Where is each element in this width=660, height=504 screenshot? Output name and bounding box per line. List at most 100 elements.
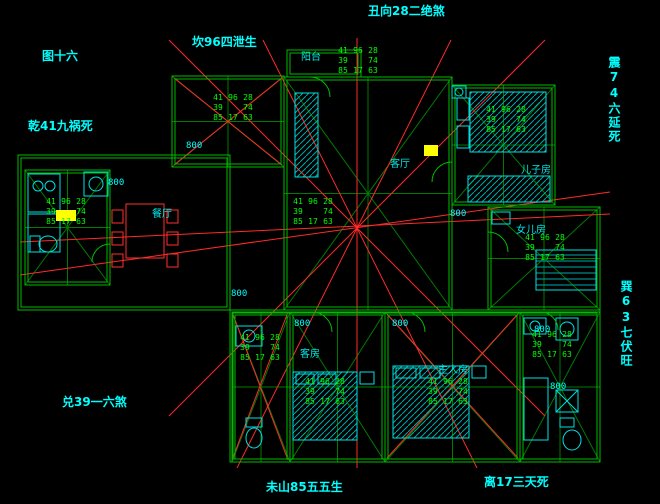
compass-label-southwest: 未山85五五生 <box>266 480 343 494</box>
wall-inner <box>490 209 598 308</box>
fengshui-number-w: 39 <box>46 207 56 216</box>
fengshui-number-w: 39 <box>305 387 315 396</box>
toilet-bowl <box>38 235 58 253</box>
wall <box>451 84 556 206</box>
fengshui-number-nw: 41 <box>46 197 56 206</box>
son-bed-pillow <box>456 97 470 121</box>
fengshui-number-se: 63 <box>243 113 253 122</box>
fengshui-number-ne: 28 <box>270 333 280 342</box>
daughter-wardrobe <box>535 249 597 291</box>
room-label-guest: 客房 <box>300 349 320 360</box>
master-nightstand <box>471 365 487 379</box>
bath2-cabinet <box>555 389 579 413</box>
fengshui-number-w: 39 <box>240 343 250 352</box>
kitchen-counter <box>27 213 61 253</box>
fengshui-number-w: 39 <box>486 115 496 124</box>
fengshui-number-e: 74 <box>243 103 253 112</box>
fengshui-number-se: 63 <box>562 350 572 359</box>
bath2-sink <box>523 317 547 335</box>
fengshui-number-nw: 41 <box>293 197 303 206</box>
fengshui-number-nw: 41 <box>486 105 496 114</box>
son-wardrobe <box>467 175 551 203</box>
bath1-basin <box>242 329 256 343</box>
fengshui-number-w: 39 <box>428 387 438 396</box>
dimension-label: 800 <box>108 178 125 188</box>
bath2-washer-door <box>559 321 575 337</box>
bath2-toilet-tank <box>559 417 575 428</box>
daughter-desk <box>491 211 511 225</box>
fengshui-number-s: 17 <box>443 397 453 406</box>
fengshui-number-sw: 85 <box>486 125 496 134</box>
dining-chair <box>111 231 124 246</box>
fengshui-number-sw: 85 <box>46 217 56 226</box>
fengshui-number-ne: 28 <box>323 197 333 206</box>
dining-chair <box>166 209 179 224</box>
fengshui-number-s: 17 <box>255 353 265 362</box>
fengshui-number-s: 17 <box>228 113 238 122</box>
son-bed-pillow <box>456 125 470 149</box>
bath1-sink <box>235 325 263 347</box>
fengshui-number-nw: 41 <box>338 46 348 55</box>
door-arc <box>404 311 426 333</box>
fengshui-ray <box>231 311 289 461</box>
highlight-layer <box>56 145 438 221</box>
fengshui-number-se: 63 <box>555 253 565 262</box>
fengshui-number-s: 17 <box>320 397 330 406</box>
room-label-son: 儿子房 <box>521 165 551 176</box>
dimension-label: 800 <box>534 325 551 335</box>
dining-chair <box>166 231 179 246</box>
fengshui-number-n: 96 <box>308 197 318 206</box>
wall-inner <box>522 314 598 460</box>
fengshui-number-ne: 28 <box>76 197 86 206</box>
dining-chair <box>166 253 179 268</box>
room-label-daughter: 女儿房 <box>516 225 546 236</box>
fengshui-number-w: 39 <box>532 340 542 349</box>
fengshui-number-ne: 28 <box>243 93 253 102</box>
fengshui-number-s: 17 <box>501 125 511 134</box>
wall <box>24 169 111 286</box>
bath2-toilet-bowl <box>562 429 582 451</box>
master-pillow <box>419 367 441 379</box>
stove-burner <box>32 180 44 192</box>
fengshui-number-sw: 85 <box>525 253 535 262</box>
fengshui-number-nw: 41 <box>532 330 542 339</box>
fengshui-number-ne: 28 <box>458 377 468 386</box>
fengshui-number-ne: 28 <box>555 233 565 242</box>
fengshui-number-n: 96 <box>320 377 330 386</box>
fengshui-number-se: 63 <box>368 66 378 75</box>
fengshui-number-n: 96 <box>540 233 550 242</box>
drawing-title: 丑向28二绝煞 <box>368 4 445 18</box>
door-arc <box>539 311 559 331</box>
dimension-label: 800 <box>231 289 248 299</box>
fengshui-number-s: 17 <box>540 253 550 262</box>
dining-chair <box>111 253 124 268</box>
bath2-washer <box>555 317 579 341</box>
fengshui-number-nw: 41 <box>213 93 223 102</box>
dimension-label: 800 <box>186 141 203 151</box>
highlight-marker <box>424 145 438 156</box>
dining-table <box>125 203 165 259</box>
living-cabinet <box>294 92 319 178</box>
fengshui-number-nw: 41 <box>305 377 315 386</box>
door-arc <box>309 76 331 98</box>
fengshui-number-sw: 85 <box>305 397 315 406</box>
room-label-master: 主人房 <box>438 365 468 376</box>
fengshui-ray <box>173 77 283 166</box>
fengshui-number-sw: 85 <box>428 397 438 406</box>
fengshui-number-ne: 28 <box>335 377 345 386</box>
bath2-cabinet-x <box>555 389 579 413</box>
bath1-toilet-bowl <box>245 427 263 449</box>
fengshui-number-n: 96 <box>501 105 511 114</box>
fengshui-number-sw: 85 <box>293 217 303 226</box>
fengshui-number-se: 63 <box>458 397 468 406</box>
compass-label-east: 震74六延死 <box>607 56 621 144</box>
fengshui-number-sw: 85 <box>240 353 250 362</box>
fengshui-ray <box>19 213 611 243</box>
dimension-label: 800 <box>392 319 409 329</box>
fengshui-number-e: 74 <box>368 56 378 65</box>
wall <box>17 154 231 311</box>
fengshui-number-ne: 28 <box>516 105 526 114</box>
fengshui-number-e: 74 <box>555 243 565 252</box>
stove-burner <box>44 180 56 192</box>
figure-label: 图十六 <box>42 49 79 63</box>
